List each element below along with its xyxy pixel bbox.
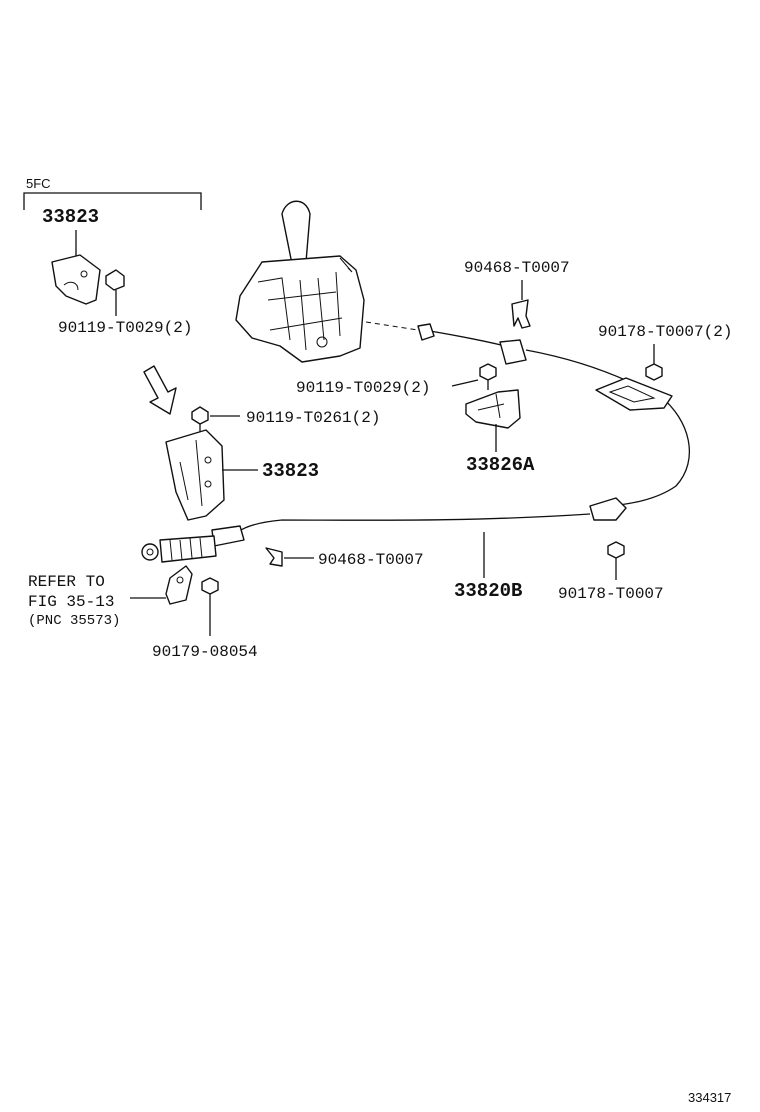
shift-lever-assembly[interactable] (235, 200, 365, 363)
label-90119-T0261[interactable]: 90119-T0261(2) (246, 409, 380, 427)
label-90178-T0007[interactable]: 90178-T0007 (558, 585, 664, 603)
direction-arrow (143, 365, 177, 415)
bolt-90119-T0029-b[interactable] (479, 363, 497, 390)
bolt-90119-T0029-top[interactable] (105, 269, 125, 302)
refer-line1: REFER TO (28, 573, 105, 591)
label-90178-T0007-2[interactable]: 90178-T0007(2) (598, 323, 732, 341)
bolt-90119-T0261[interactable] (191, 406, 209, 432)
cable-clamp[interactable] (165, 565, 193, 605)
label-90119-T0029-a[interactable]: 90119-T0029(2) (58, 319, 192, 337)
label-90119-T0029-b[interactable]: 90119-T0029(2) (296, 379, 430, 397)
nut-90178-T0007-top[interactable] (645, 363, 663, 381)
bracket-33823-large[interactable] (165, 429, 225, 521)
leader-90119-T0029-b (451, 379, 479, 387)
figure-id: 334317 (688, 1090, 731, 1105)
group-bracket (23, 192, 202, 210)
bracket-33823-small[interactable] (51, 254, 101, 305)
refer-line3: (PNC 35573) (28, 613, 120, 629)
label-90468-T0007-top[interactable]: 90468-T0007 (464, 259, 570, 277)
label-90179-08054[interactable]: 90179-08054 (152, 643, 258, 661)
label-33826A[interactable]: 33826A (466, 454, 535, 476)
shift-knob (281, 200, 311, 265)
cable-mount-plate[interactable] (595, 377, 673, 411)
group-code-label: 5FC (26, 176, 51, 191)
control-cable-33820B[interactable] (141, 323, 691, 563)
label-33820B[interactable]: 33820B (454, 580, 522, 602)
label-90468-T0007-low[interactable]: 90468-T0007 (318, 551, 424, 569)
nut-90179-08054[interactable] (201, 577, 219, 595)
nut-90178-T0007-low[interactable] (607, 541, 625, 559)
label-33823-top[interactable]: 33823 (42, 206, 99, 228)
dashed-connection (365, 321, 419, 331)
bracket-33826A[interactable] (465, 389, 521, 429)
refer-line2: FIG 35-13 (28, 593, 114, 611)
label-33823-mid[interactable]: 33823 (262, 460, 319, 482)
clip-90468-T0007-low[interactable] (265, 547, 283, 567)
clip-90468-T0007-top[interactable] (511, 299, 531, 329)
